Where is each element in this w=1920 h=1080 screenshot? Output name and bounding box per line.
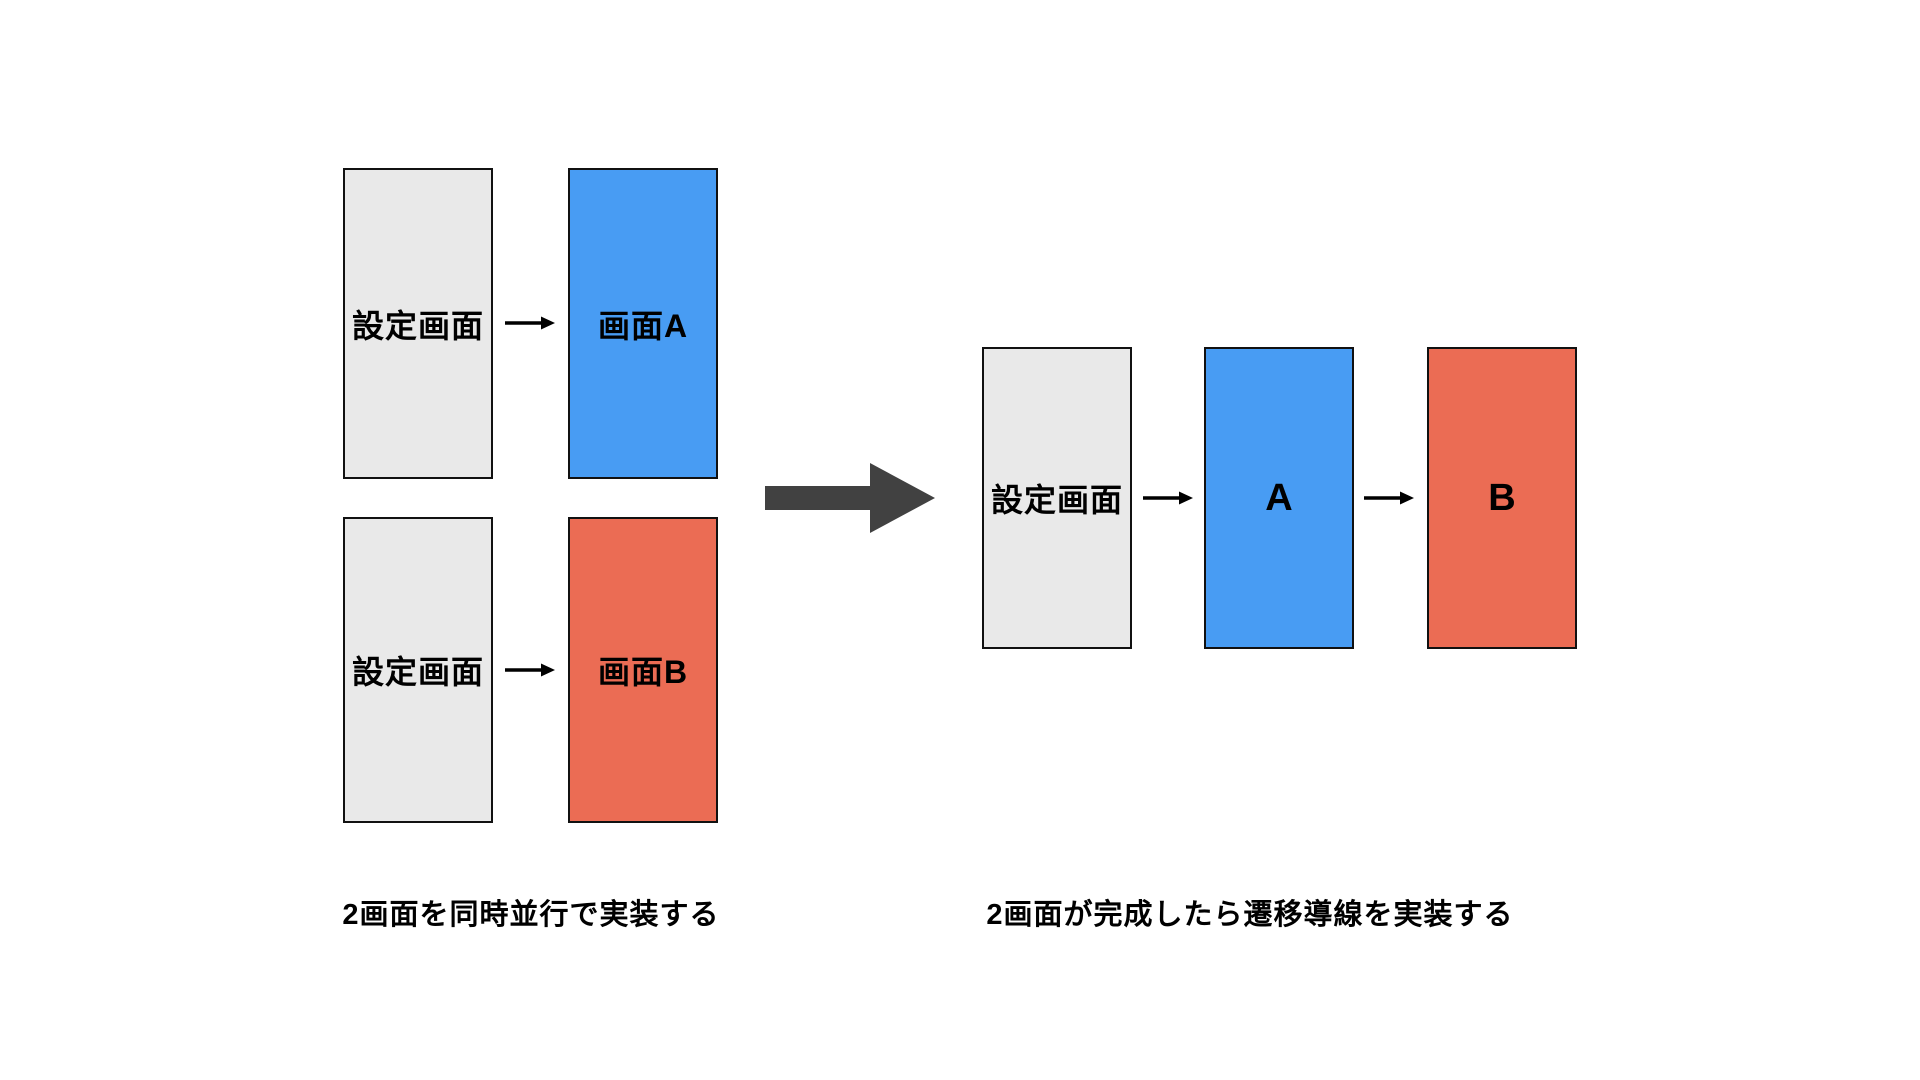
flow-arrow-icon-right1 bbox=[1143, 490, 1193, 506]
screen-b-label: 画面B bbox=[597, 654, 689, 690]
settings-screen-box-right: 設定画面 bbox=[982, 347, 1132, 649]
settings-screen-box-row2: 設定画面 bbox=[343, 517, 493, 823]
left-group-caption: 2画面を同時並行で実装する bbox=[342, 899, 720, 931]
screen-b-label-right: B bbox=[1488, 476, 1516, 519]
flow-arrow-icon-row1 bbox=[505, 315, 555, 331]
settings-screen-box-row1: 設定画面 bbox=[343, 168, 493, 479]
flow-arrow-icon-right2 bbox=[1364, 490, 1414, 506]
settings-screen-label-row2: 設定画面 bbox=[351, 654, 484, 690]
flow-arrow-icon-row2 bbox=[505, 662, 555, 678]
settings-screen-label-right: 設定画面 bbox=[990, 482, 1123, 518]
transform-arrow-icon bbox=[765, 463, 935, 533]
screen-a-box: 画面A bbox=[568, 168, 718, 479]
screen-a-label: 画面A bbox=[597, 307, 689, 344]
screen-b-box-right: B bbox=[1427, 347, 1577, 649]
settings-screen-label-row1: 設定画面 bbox=[351, 307, 484, 344]
screen-a-box-right: A bbox=[1204, 347, 1354, 649]
screen-b-box: 画面B bbox=[568, 517, 718, 823]
screen-a-label-right: A bbox=[1265, 476, 1293, 519]
right-group-caption: 2画面が完成したら遷移導線を実装する bbox=[986, 899, 1514, 931]
